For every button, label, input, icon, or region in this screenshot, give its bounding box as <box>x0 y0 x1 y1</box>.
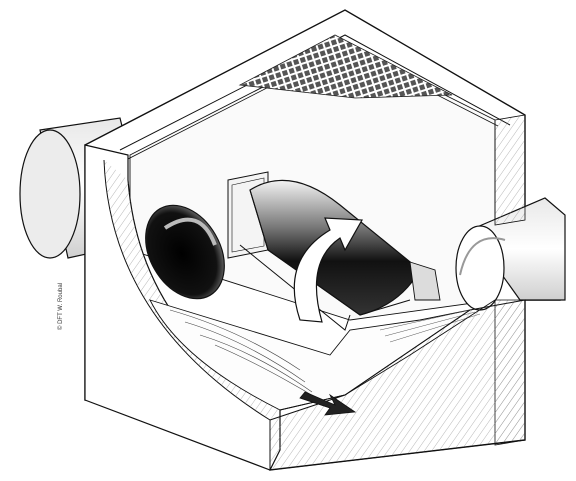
flow-direction-arrow <box>299 391 357 416</box>
inlet-opening <box>145 204 225 300</box>
perforated-screen <box>238 34 453 99</box>
channel-floor <box>149 299 481 411</box>
image-credit: © DFT W. Roubal <box>58 283 64 330</box>
rotation-arrow <box>293 217 363 323</box>
base-section <box>269 299 526 471</box>
outlet-pipe <box>455 197 566 311</box>
drum-screen <box>239 179 441 331</box>
